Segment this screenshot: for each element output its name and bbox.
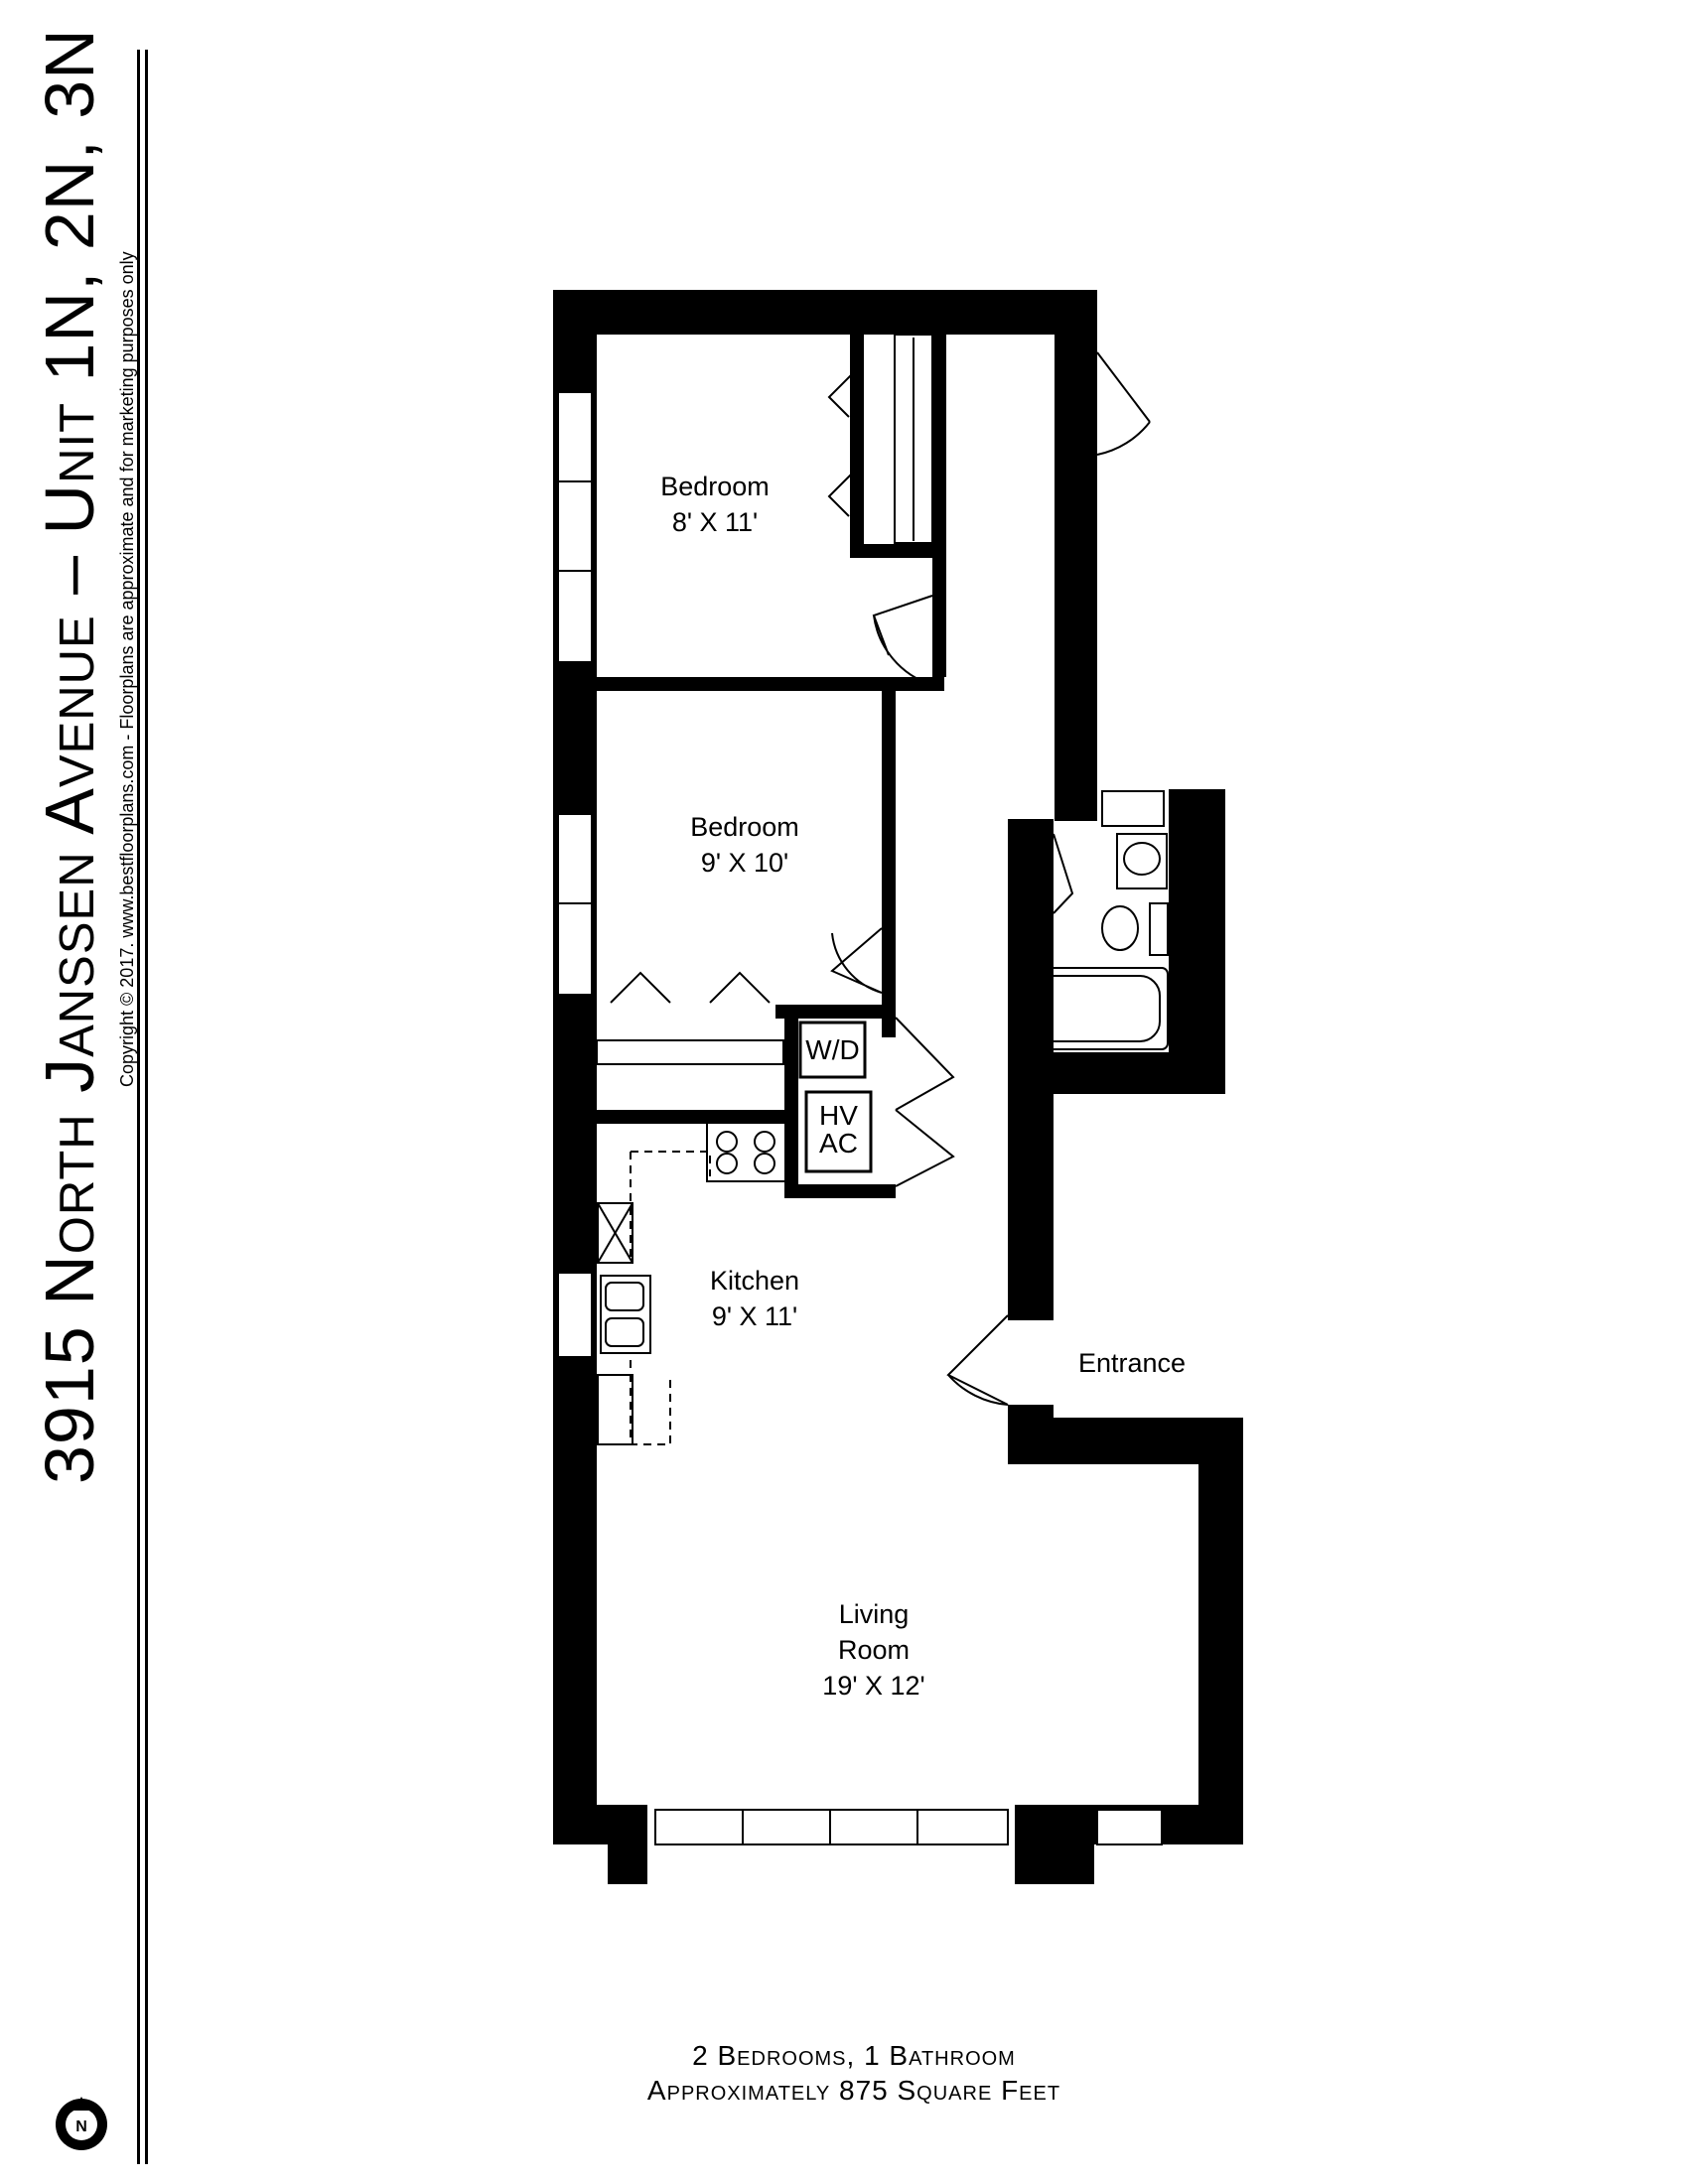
windows: [557, 391, 1165, 1845]
room-name: Bedroom: [660, 472, 770, 501]
hvac-line-1: HV: [819, 1100, 858, 1131]
address-title: 3915 North Janssen Avenue – Unit 1N, 2N,…: [31, 28, 108, 1484]
room-label-bedroom-2: Bedroom 9' X 10': [640, 809, 849, 881]
appliance-boxes: [798, 1021, 873, 1173]
closets: [596, 334, 933, 1065]
room-name: Entrance: [1077, 1348, 1187, 1378]
hvac-line-2: AC: [819, 1128, 858, 1159]
room-name-2: Room: [837, 1635, 911, 1665]
kitchen-counters: [630, 1151, 711, 1445]
room-name: Living: [838, 1599, 910, 1629]
title-rule-right: [145, 50, 148, 2164]
room-name: Bedroom: [690, 812, 799, 842]
room-size: 19' X 12': [822, 1671, 925, 1701]
title-rule-left: [137, 50, 140, 2164]
bathroom-fixtures: [1020, 833, 1169, 1050]
compass-letter: N: [75, 2118, 87, 2135]
north-compass-icon: N: [56, 2097, 107, 2150]
room-size: 8' X 11': [671, 507, 759, 537]
kitchen-fixtures: [597, 1121, 787, 1445]
room-size: 9' X 10': [700, 848, 789, 878]
hvac-label: HV AC: [806, 1102, 871, 1158]
room-label-bedroom-1: Bedroom 8' X 11': [611, 469, 819, 540]
room-size: 9' X 11': [711, 1301, 798, 1331]
door-swings: [610, 351, 1151, 1406]
room-label-entrance: Entrance: [1053, 1345, 1211, 1381]
summary-bedrooms-bathroom: 2 Bedrooms, 1 Bathroom: [692, 2040, 1016, 2071]
washer-dryer-label: W/D: [805, 1034, 860, 1065]
copyright-notice: Copyright © 2017. www.bestfloorplans.com…: [117, 251, 137, 1087]
summary-square-feet: Approximately 875 Square Feet: [646, 2075, 1061, 2106]
room-label-kitchen: Kitchen 9' X 11': [650, 1263, 859, 1334]
room-name: Kitchen: [709, 1266, 800, 1296]
interior-walls: [597, 335, 946, 1198]
room-label-living-room: Living Room 19' X 12': [770, 1596, 978, 1704]
